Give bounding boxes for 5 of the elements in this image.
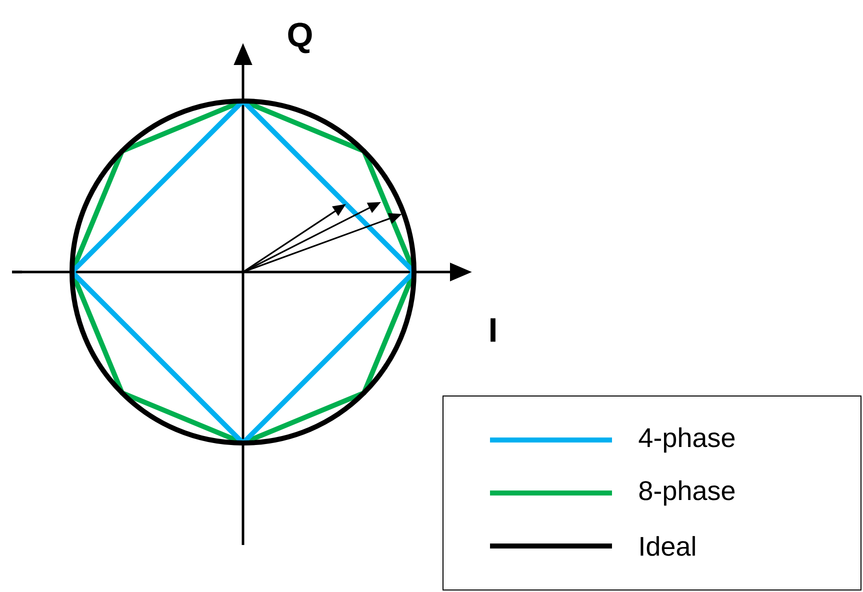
- axis-label: I: [490, 318, 496, 342]
- axis-label: Q: [288, 22, 312, 54]
- legend-text: 4-phase: [638, 427, 735, 453]
- legend-text: 8-phase: [639, 480, 735, 506]
- legend-text: Ideal: [640, 536, 695, 556]
